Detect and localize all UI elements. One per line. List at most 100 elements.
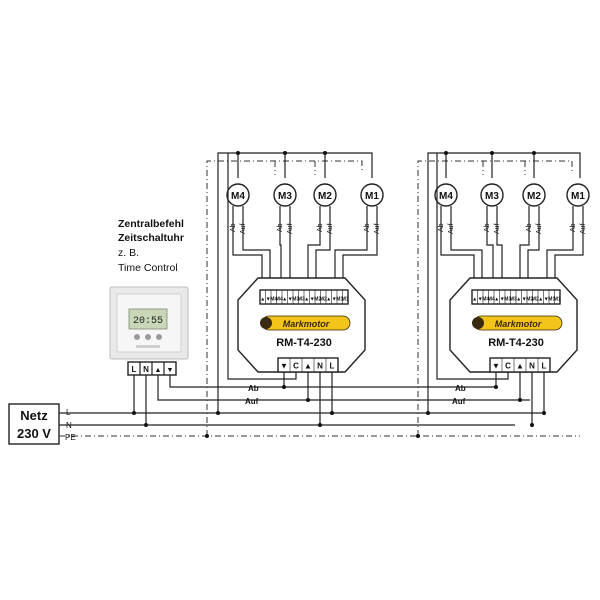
module-2-top-terminal-11: M2 (526, 297, 533, 303)
module-1-bottom-terminal-5: L (330, 362, 335, 371)
m1-motor-m1-label: M1 (365, 191, 379, 202)
module-1-top-terminal-8: M3 (298, 297, 305, 303)
bus-auf-label-1: Auf (245, 397, 259, 406)
module-1-top-terminal-11: M2 (314, 297, 321, 303)
module-2-top-terminal-3: M4 (482, 297, 489, 303)
conductor-pe-label: PE (65, 433, 76, 442)
m2-feed-riser (427, 152, 581, 413)
supply-label-line1: Netz (20, 408, 48, 423)
supply-box: Netz 230 V (8, 403, 60, 445)
m1-motor-m1 (360, 183, 384, 207)
module-1-top-terminal-1: ▲ (260, 297, 265, 303)
module-2-top-terminal-16: M1 (554, 297, 561, 303)
module-1-top-terminal-14: ▼ (332, 297, 337, 303)
m2-logo-text: Markmotor (495, 319, 542, 329)
m1-logo-text: Markmotor (283, 319, 330, 329)
module-1-top-terminal-12: M2 (320, 297, 327, 303)
controller-note-line1: z. B. (118, 247, 139, 259)
m1-module-name: RM-T4-230 (276, 337, 332, 349)
module-1-top-terminal-4: M4 (276, 297, 283, 303)
module-2-top-terminal-10: ▼ (522, 297, 527, 303)
bus-auf-label-2: Auf (452, 397, 466, 406)
module-2-top-terminal-14: ▼ (544, 297, 549, 303)
module-2-top-terminal-6: ▼ (500, 297, 505, 303)
svg-text:Ab: Ab (570, 223, 577, 232)
ctrl-terminal-l: L (132, 365, 137, 374)
m2-motor-m2 (522, 183, 546, 207)
svg-text:Auf: Auf (494, 223, 501, 234)
module-1-top-terminal-7: M3 (292, 297, 299, 303)
m2-motor-m4 (434, 183, 458, 207)
m2-brand-logo: Markmotor (472, 315, 563, 331)
supply-label-line2: 230 V (17, 426, 51, 441)
module-1-top-terminal-9: ▲ (304, 297, 309, 303)
lcd-time: 20:55 (133, 316, 163, 327)
m2-pe-riser (417, 160, 573, 436)
m1-motor-m3 (273, 183, 297, 207)
m1-brand-logo: Markmotor (260, 315, 351, 331)
module-1-bottom-terminal-1: ▼ (280, 362, 288, 371)
svg-text:Auf: Auf (240, 223, 247, 234)
m1-motor-leads (232, 206, 378, 290)
m2-motor-m4-label: M4 (439, 191, 453, 202)
module-1-bottom-terminal-2: C (293, 362, 299, 371)
svg-text:Auf: Auf (580, 223, 587, 234)
svg-text:Ab: Ab (277, 223, 284, 232)
m2-motor-m3-label: M3 (485, 191, 499, 202)
svg-text:Ab: Ab (230, 223, 237, 232)
module-2-top-terminal-12: M2 (532, 297, 539, 303)
module-2-top-terminal-4: M4 (488, 297, 495, 303)
svg-text:Ab: Ab (526, 223, 533, 232)
ctrl-terminal-down: ▼ (167, 367, 174, 374)
svg-text:Auf: Auf (327, 223, 334, 234)
svg-text:Ab: Ab (438, 223, 445, 232)
module-1-top-terminal-10: ▼ (310, 297, 315, 303)
m1-motor-m4-label: M4 (231, 191, 245, 202)
module-1-top-terminal-15: M1 (336, 297, 343, 303)
module-1-top-terminal-3: M4 (270, 297, 277, 303)
m1-motor-m3-label: M3 (278, 191, 292, 202)
ctrl-terminal-up: ▲ (155, 367, 162, 374)
lcd-display (128, 308, 168, 330)
device-button-right (156, 334, 162, 340)
module-2-bottom-terminal-5: L (542, 362, 547, 371)
module-2-top-terminal-13: ▲ (538, 297, 543, 303)
svg-text:Auf: Auf (448, 223, 455, 234)
svg-text:Auf: Auf (536, 223, 543, 234)
device-button-left (134, 334, 140, 340)
bus-ab-label-1: Ab (248, 384, 259, 393)
module-2-top-terminal-8: M3 (510, 297, 517, 303)
m1-feed-riser (217, 152, 373, 413)
time-control-device: 20:55 (109, 286, 189, 360)
controller-note-line2: Time Control (118, 262, 178, 274)
module-1-top-terminal-16: M1 (342, 297, 349, 303)
module-2-top-terminal-15: M1 (548, 297, 555, 303)
m2-motor-m2-label: M2 (527, 191, 541, 202)
m1-motor-m4 (226, 183, 250, 207)
module-1-top-terminal-6: ▼ (288, 297, 293, 303)
controller-title-line1: Zentralbefehl (118, 218, 184, 230)
m1-motor-m2-label: M2 (318, 191, 332, 202)
module-2-bottom-terminal-2: C (505, 362, 511, 371)
m2-motor-m3 (480, 183, 504, 207)
svg-text:Auf: Auf (287, 223, 294, 234)
controller-terminal-block: L N ▲ ▼ (127, 361, 177, 376)
m2-module-name: RM-T4-230 (488, 337, 544, 349)
actuator-module-1: M4 M3 M2 M1 Ab Auf Ab Auf Ab Auf Ab Auf (205, 151, 384, 438)
module-2-bottom-terminal-1: ▼ (492, 362, 500, 371)
svg-text:Ab: Ab (317, 223, 324, 232)
module-1-top-terminal-13: ▲ (326, 297, 331, 303)
ctrl-wire-up (157, 375, 160, 401)
controller-title-line2: Zeitschaltuhr (118, 232, 184, 244)
m2-motor-leads (440, 206, 584, 290)
module-2-top-terminal-5: ▲ (494, 297, 499, 303)
ctrl-wire-down (169, 375, 175, 388)
svg-text:Ab: Ab (484, 223, 491, 232)
module-2-bottom-terminal-3: ▲ (516, 362, 524, 371)
actuator-module-2: M4 M3 M2 M1 Ab Auf Ab Auf Ab Auf Ab Auf … (416, 151, 590, 438)
m2-motor-m1-label: M1 (571, 191, 585, 202)
bus-ab-label-2: Ab (455, 384, 466, 393)
m2-lead-labels: Ab Auf Ab Auf Ab Auf Ab Auf (438, 223, 587, 234)
module-1-bottom-terminal-4: N (317, 362, 323, 371)
